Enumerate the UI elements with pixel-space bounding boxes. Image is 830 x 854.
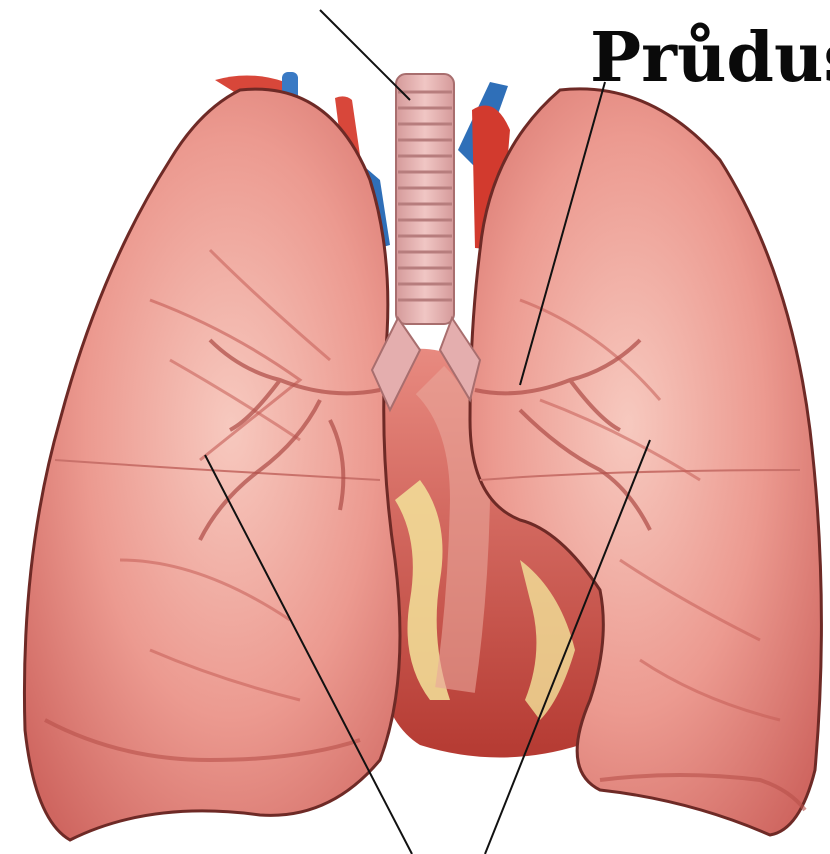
bronchi-label: Průduš <box>590 18 830 98</box>
leader-line-trachea <box>320 10 410 100</box>
